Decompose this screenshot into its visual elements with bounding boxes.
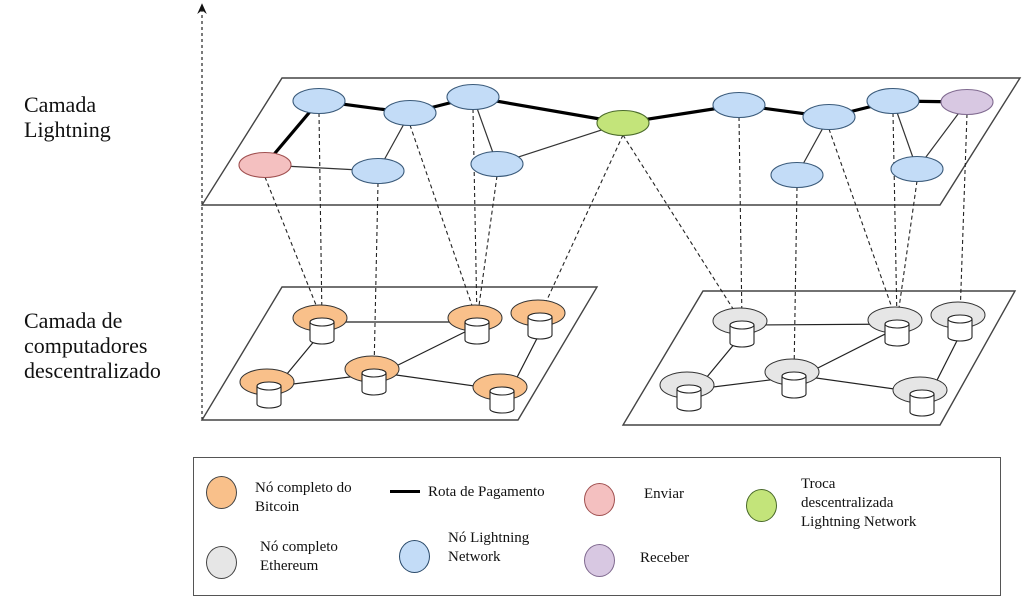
database-cylinder-bottom (781, 393, 807, 399)
cross-layer-link (264, 176, 323, 321)
database-cylinder-bottom (309, 339, 335, 345)
cross-layer-link (409, 124, 478, 321)
legend-exchange-label: Troca descentralizada Lightning Network (801, 476, 917, 530)
cross-layer-link (539, 134, 624, 316)
ethereum-node-swatch-icon (206, 546, 237, 579)
exchange-node (596, 109, 650, 137)
lightning-node (470, 150, 524, 178)
database-icon (464, 317, 490, 327)
cross-layer-link (793, 186, 798, 375)
lightning-node (802, 103, 856, 131)
database-icon (781, 371, 807, 381)
lightning-node (351, 157, 405, 185)
receive-node (940, 88, 994, 116)
database-icon (309, 317, 335, 327)
lightning-nodes (238, 83, 994, 189)
database-icon (676, 384, 702, 394)
legend-send-label: Enviar (644, 486, 684, 502)
database-cylinder-body (490, 391, 514, 409)
database-cylinder-body (465, 322, 489, 340)
database-cylinder-bottom (947, 336, 973, 342)
lower-layer-nodes (239, 299, 986, 417)
lightning-node (712, 91, 766, 119)
cross-layer-link (373, 182, 379, 372)
legend: Nó completo do Bitcoin Rota de Pagamento… (193, 457, 1001, 596)
database-cylinder-body (782, 376, 806, 394)
database-icon (884, 319, 910, 329)
legend-ethereum-label: Nó completo Ethereum (260, 539, 338, 574)
receive-node-swatch-icon (584, 544, 615, 577)
legend-bitcoin-label: Nó completo do Bitcoin (255, 480, 352, 515)
lightning-node (866, 87, 920, 115)
cross-layer-link (738, 116, 743, 324)
lightning-node (446, 83, 500, 111)
cross-layer-dashed-links (264, 108, 968, 375)
lightning-node (890, 155, 944, 183)
lightning-node (383, 99, 437, 127)
bitcoin-layer-plane (200, 286, 599, 421)
database-cylinder-body (730, 325, 754, 343)
database-cylinder-bottom (489, 408, 515, 414)
cross-layer-link (476, 175, 498, 321)
database-cylinder-bottom (676, 406, 702, 412)
database-cylinder-bottom (729, 342, 755, 348)
lightning-layer-label: Camada Lightning (24, 92, 111, 142)
database-cylinder-body (677, 389, 701, 407)
database-cylinder-bottom (361, 390, 387, 396)
database-cylinder-body (362, 373, 386, 391)
database-cylinder-bottom (256, 403, 282, 409)
cross-layer-link (472, 108, 478, 321)
database-icon (256, 381, 282, 391)
cross-layer-link (828, 128, 898, 323)
legend-route-label: Rota de Pagamento (428, 484, 545, 500)
database-icon (527, 312, 553, 322)
database-cylinder-body (257, 386, 281, 404)
legend-receive-label: Receber (640, 550, 690, 566)
lightning-node (292, 87, 346, 115)
ethereum-layer-plane (621, 290, 1017, 426)
cross-layer-link (896, 180, 918, 323)
database-icon (361, 368, 387, 378)
database-cylinder-body (310, 322, 334, 340)
computer-layer-label: Camada de computadores descentralizado (24, 308, 161, 383)
send-node (238, 151, 292, 179)
database-cylinder-body (948, 319, 972, 337)
database-icon (947, 314, 973, 324)
database-cylinder-bottom (464, 339, 490, 345)
database-icon (729, 320, 755, 330)
database-cylinder-body (910, 394, 934, 412)
cross-layer-link (622, 134, 743, 324)
lightning-node (770, 161, 824, 189)
database-icon (909, 389, 935, 399)
database-cylinder-bottom (884, 341, 910, 347)
database-cylinder-body (528, 317, 552, 335)
database-cylinder-body (885, 324, 909, 342)
database-cylinder-bottom (527, 334, 553, 340)
cross-layer-link (959, 113, 968, 318)
send-node-swatch-icon (584, 483, 615, 516)
bitcoin-node-swatch-icon (206, 476, 237, 509)
payment-route-line-icon (390, 490, 420, 493)
lightning-node-swatch-icon (399, 540, 430, 573)
lightning-layer-plane (200, 77, 1022, 206)
legend-lightning-label: Nó Lightning Network (448, 530, 530, 565)
database-cylinder-bottom (909, 411, 935, 417)
cross-layer-link (318, 112, 323, 321)
exchange-node-swatch-icon (746, 489, 777, 522)
database-icon (489, 386, 515, 396)
